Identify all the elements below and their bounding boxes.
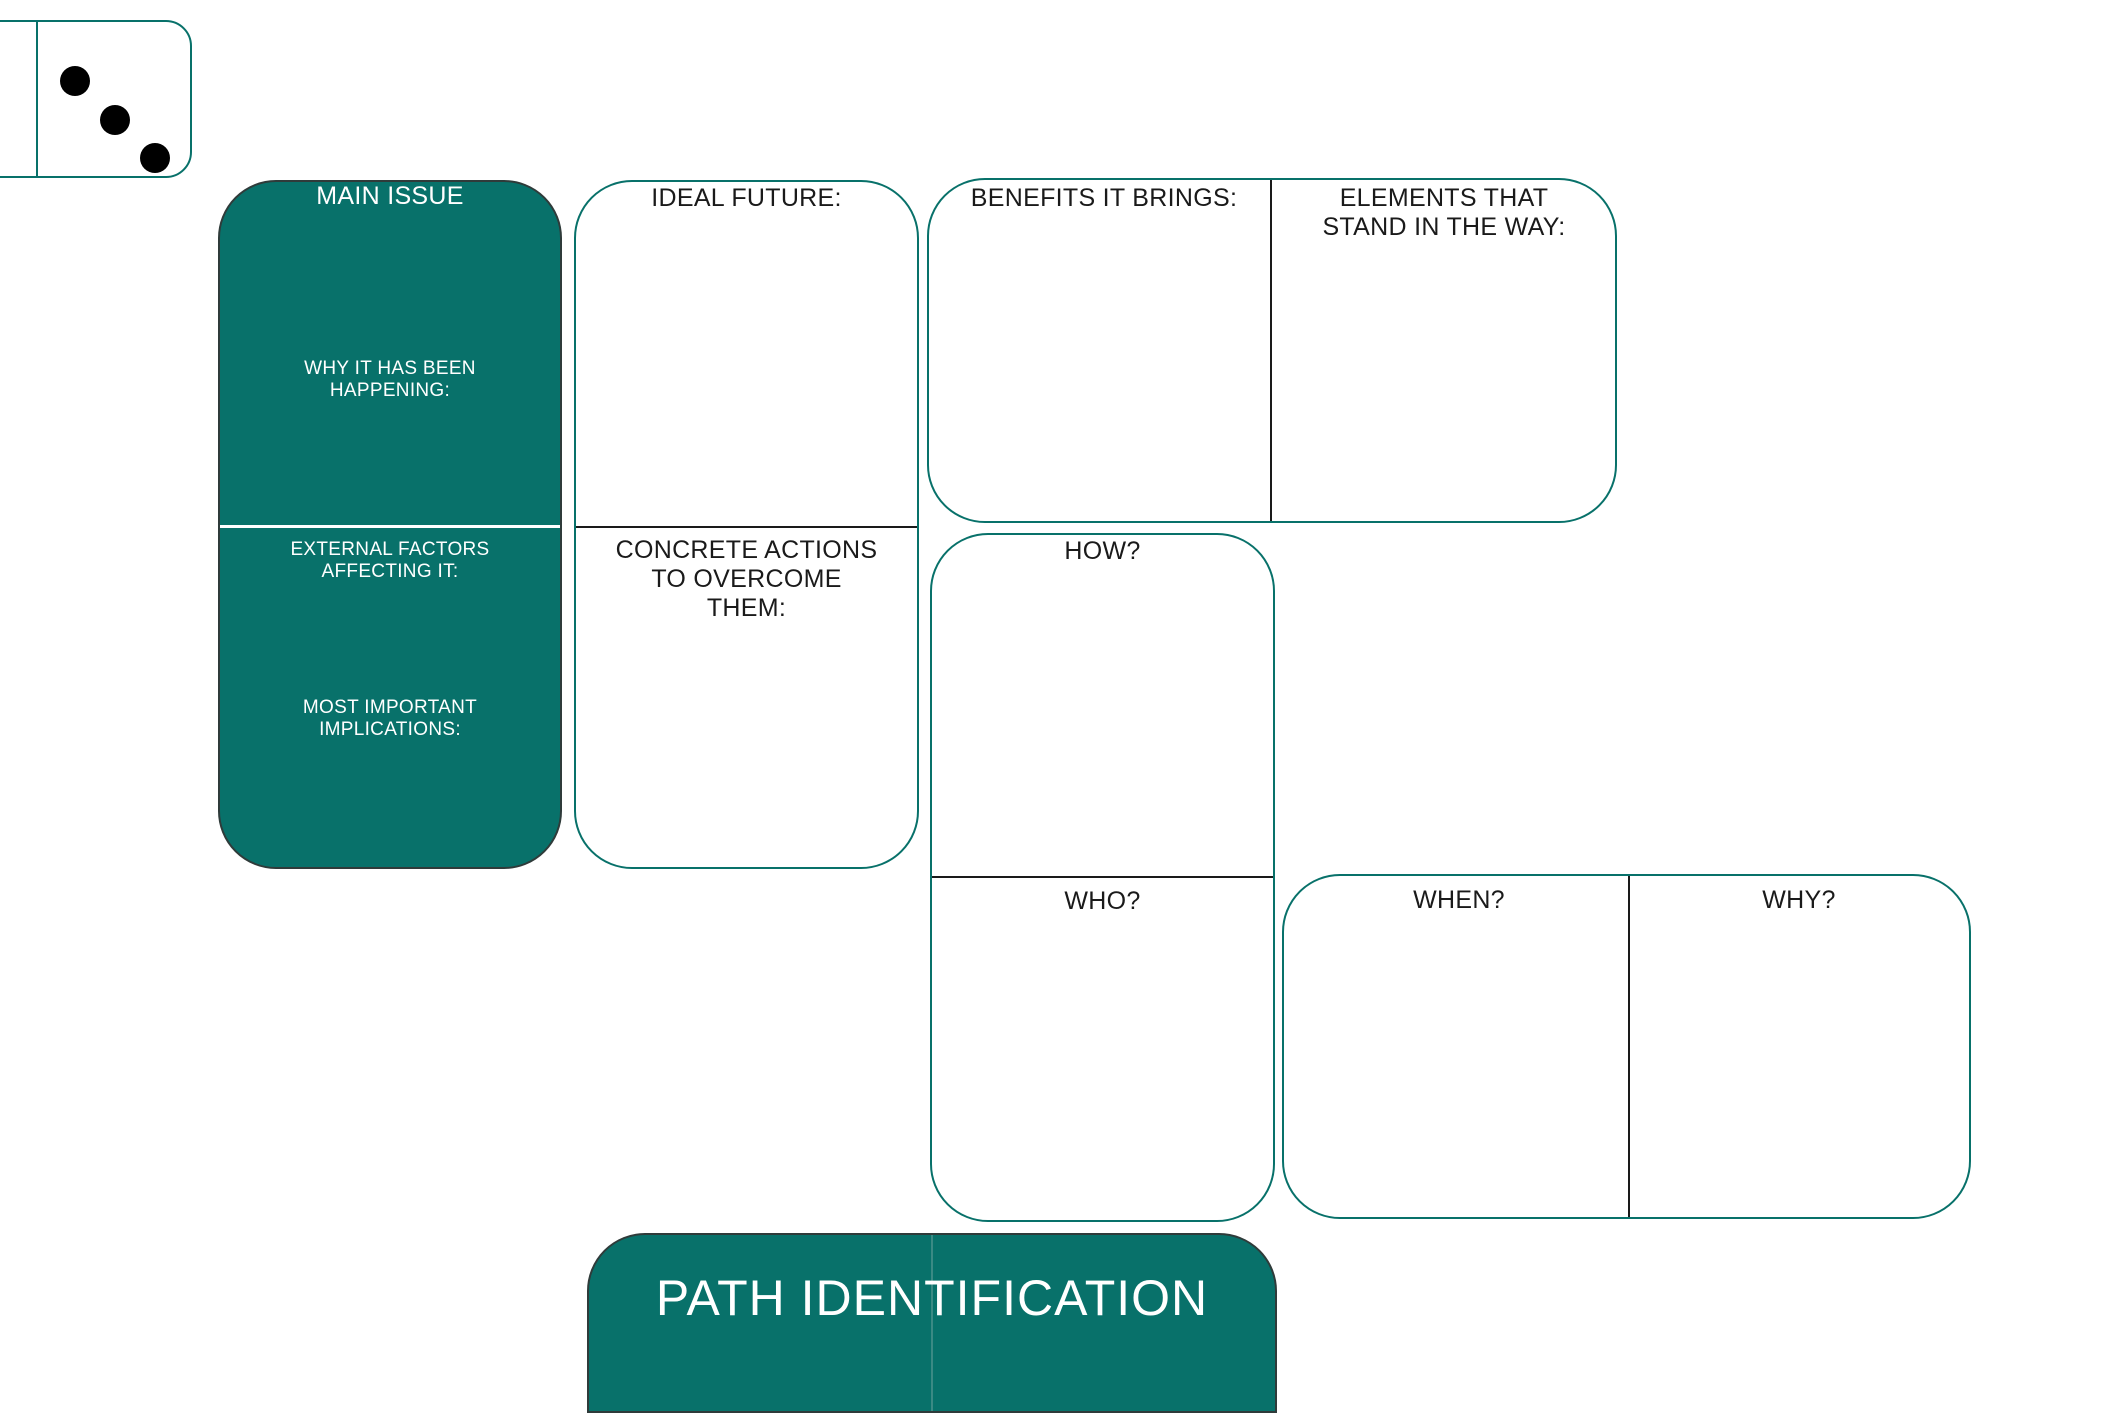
path-identification-banner: PATH IDENTIFICATION: [587, 1233, 1277, 1413]
ideal-future-title: IDEAL FUTURE:: [651, 184, 842, 212]
external-factors-label: EXTERNAL FACTORS AFFECTING IT:: [290, 539, 490, 582]
why-title: WHY?: [1762, 886, 1836, 914]
when-why-divider: [1628, 876, 1630, 1217]
elements-in-way-title: ELEMENTS THAT STAND IN THE WAY:: [1322, 184, 1566, 241]
dice-pip: [140, 143, 170, 173]
implications-label: MOST IMPORTANT IMPLICATIONS:: [302, 697, 478, 740]
why-happening-label: WHY IT HAS BEEN HAPPENING:: [304, 358, 476, 401]
path-identification-title: PATH IDENTIFICATION: [655, 1270, 1209, 1326]
benefits-card: BENEFITS IT BRINGS: ELEMENTS THAT STAND …: [927, 178, 1617, 523]
dice-pip: [100, 105, 130, 135]
who-title: WHO?: [1064, 887, 1141, 915]
ideal-future-card: IDEAL FUTURE: CONCRETE ACTIONS TO OVERCO…: [574, 180, 919, 869]
ideal-future-divider: [576, 526, 917, 528]
how-who-card: HOW? WHO?: [930, 533, 1275, 1222]
dice-divider: [36, 22, 38, 176]
dice-three-icon: [58, 42, 170, 173]
how-title: HOW?: [1064, 537, 1141, 565]
benefits-title: BENEFITS IT BRINGS:: [970, 184, 1238, 212]
benefits-divider: [1270, 180, 1272, 521]
main-issue-title: MAIN ISSUE: [316, 182, 464, 210]
when-why-card: WHEN? WHY?: [1282, 874, 1971, 1219]
main-issue-divider: [220, 525, 560, 528]
main-issue-card: MAIN ISSUE WHY IT HAS BEEN HAPPENING: EX…: [218, 180, 562, 869]
when-title: WHEN?: [1413, 886, 1505, 914]
banner-divider: [931, 1235, 933, 1411]
concrete-actions-title: CONCRETE ACTIONS TO OVERCOME THEM:: [615, 536, 878, 622]
how-who-divider: [932, 876, 1273, 878]
dice-pip: [60, 66, 90, 96]
dice-tab: [0, 20, 192, 178]
